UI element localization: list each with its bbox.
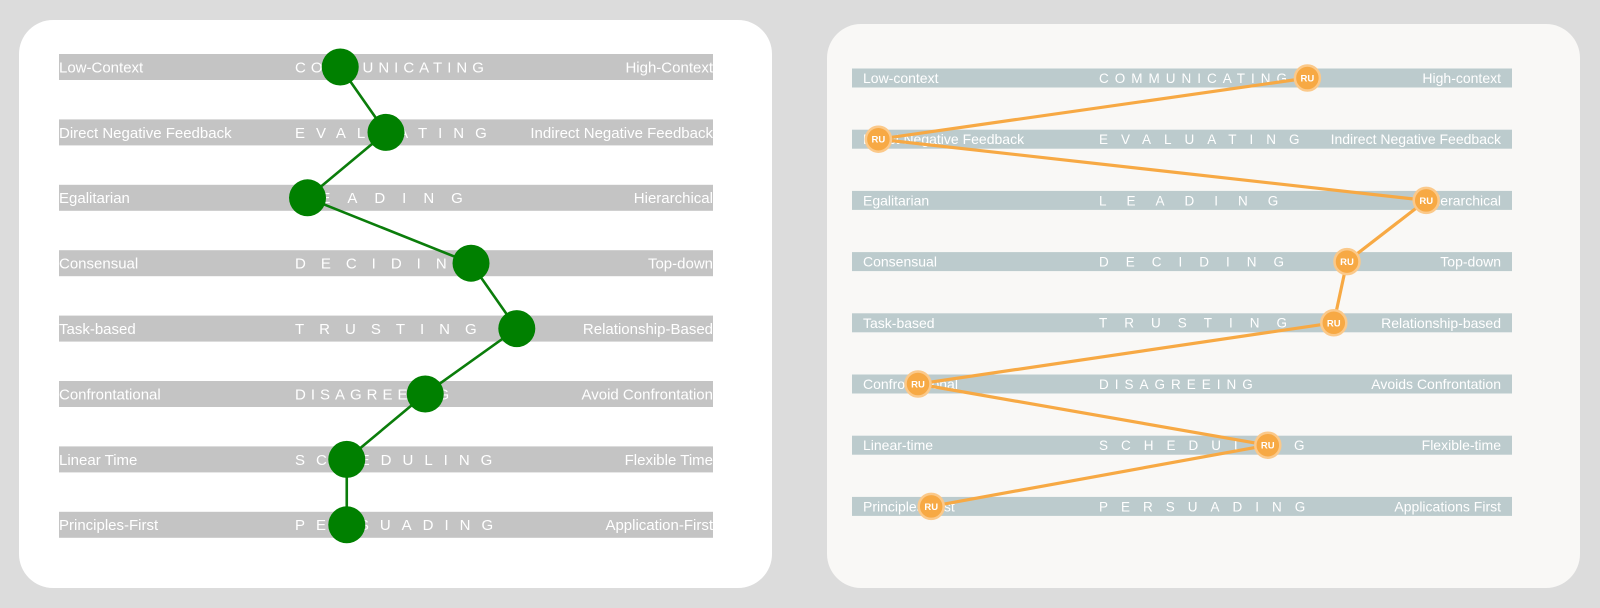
right-pole-label: High-Context: [625, 59, 713, 76]
scale-bar: [852, 68, 1512, 88]
right-pole-label: Top-down: [648, 256, 713, 273]
data-point-label: RU: [911, 380, 925, 391]
data-point: [1320, 309, 1348, 337]
left-pole-label: Egalitarian: [863, 192, 929, 208]
dimension-label: LEADING: [295, 190, 480, 207]
data-point: [1293, 64, 1322, 92]
right-pole-label: Flexible Time: [625, 452, 713, 469]
data-point-label: RU: [924, 502, 938, 513]
scale-bar: [59, 446, 713, 473]
data-point: [904, 370, 932, 398]
right-pole-label: Relationship-Based: [583, 321, 713, 338]
data-point: [328, 506, 366, 544]
dimension-label: EVALUATING: [1099, 132, 1313, 147]
left-pole-label: Low-context: [863, 70, 939, 86]
scale-bar: [852, 374, 1512, 394]
data-point: [406, 375, 444, 413]
scale-bar: [59, 381, 713, 407]
right-pole-label: Flexible-time: [1422, 437, 1502, 453]
scale-bar: [852, 190, 1512, 210]
scale-bar: [59, 54, 713, 80]
left-pole-label: Egalitarian: [59, 190, 130, 207]
right-pole-label: Top-down: [1440, 254, 1501, 270]
data-point: [1333, 247, 1361, 276]
dimension-label: TRUSTING: [1099, 316, 1304, 331]
right-pole-label: Avoid Confrontation: [582, 386, 713, 403]
left-pole-label: Consensual: [59, 256, 138, 273]
dimension-label: COMMUNICATING: [1099, 71, 1293, 86]
left-pole-label: Direct Negative Feedback: [59, 125, 232, 142]
left-pole-label: Task-based: [863, 315, 935, 331]
scale-bar: [852, 129, 1512, 149]
left-pole-label: Principles-First: [59, 517, 159, 534]
data-point: [864, 125, 893, 153]
scale-bar: [59, 315, 713, 342]
dimension-label: DECIDING: [1099, 254, 1301, 269]
dimension-label: DISAGREEING: [1099, 377, 1259, 392]
data-point: [1254, 431, 1282, 459]
data-point: [328, 440, 366, 478]
left-pole-label: Linear-time: [863, 437, 933, 453]
dimension-label: SCHEDULING: [1099, 438, 1318, 453]
right-pole-label: Hierarchical: [1427, 192, 1501, 208]
data-point: [321, 48, 359, 86]
dimension-label: DECIDING: [295, 256, 488, 273]
dimension-label: SCHEDULING: [295, 452, 503, 469]
data-point-label: RU: [1261, 441, 1275, 452]
left-pole-label: Task-based: [59, 321, 136, 338]
right-pole-label: Avoids Confrontation: [1371, 376, 1501, 392]
scale-bar: [852, 496, 1512, 516]
data-point: [367, 113, 405, 151]
scale-bar: [852, 313, 1512, 333]
scale-bar: [852, 435, 1512, 455]
data-point-label: RU: [1340, 257, 1354, 268]
right-pole-label: Indirect Negative Feedback: [1331, 131, 1502, 147]
left-pole-label: Linear Time: [59, 452, 137, 469]
scale-bar: [59, 511, 713, 538]
dimension-label: PERSUADING: [1099, 499, 1318, 514]
series-line: [876, 76, 1428, 508]
data-point: [498, 310, 536, 348]
data-point: [289, 179, 327, 217]
right-pole-label: Relationship-based: [1381, 315, 1501, 331]
data-point-label: RU: [1327, 318, 1341, 329]
right-pole-label: Application-First: [605, 517, 713, 534]
dimension-label: LEADING: [1099, 193, 1298, 208]
data-point-label: RU: [1419, 196, 1433, 207]
dimension-label: PERSUADING: [295, 517, 504, 534]
right-pole-label: High-context: [1422, 70, 1501, 86]
scale-bar: [59, 184, 713, 211]
data-point: [452, 244, 490, 282]
data-point: [917, 492, 945, 521]
right-pole-label: Applications First: [1394, 498, 1501, 514]
dimension-label: TRUSTING: [295, 321, 492, 338]
data-point-label: RU: [1301, 74, 1315, 85]
left-pole-label: Confrontational: [59, 386, 161, 403]
left-pole-label: Consensual: [863, 254, 937, 270]
left-pole-label: Low-Context: [59, 59, 144, 76]
right-pole-label: Indirect Negative Feedback: [530, 125, 713, 142]
scale-bar: [59, 250, 713, 277]
right-pole-label: Hierarchical: [634, 190, 713, 207]
data-point-label: RU: [872, 135, 886, 146]
data-point: [1412, 186, 1440, 215]
